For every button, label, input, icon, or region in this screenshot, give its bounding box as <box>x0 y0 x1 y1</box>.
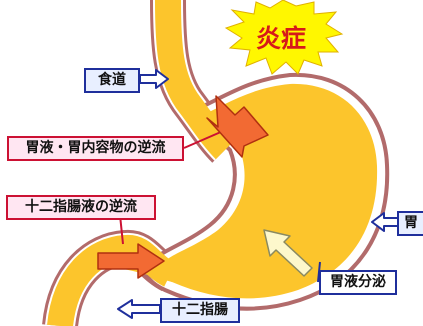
duodenal-reflux-label: 十二指腸液の逆流 <box>6 195 156 220</box>
esophagus-tube <box>155 0 235 160</box>
esophagus-pointer-icon <box>139 69 169 89</box>
pointer-arrows <box>117 69 399 319</box>
esophagus-label: 食道 <box>84 68 140 93</box>
gastric-reflux-arrow-icon <box>206 95 269 158</box>
secretion-arrow-icon <box>263 229 313 277</box>
stomach-body <box>159 83 378 299</box>
duodenal-reflux-arrow-icon <box>97 243 165 279</box>
secretion-label: 胃液分泌 <box>319 270 397 295</box>
duodenum-label: 十二指腸 <box>160 298 240 323</box>
stomach-label: 胃 <box>397 211 423 236</box>
duodenum-pointer-icon <box>117 299 161 319</box>
reflux-arrows <box>97 95 269 279</box>
stomach-pointer-icon <box>371 212 399 232</box>
inflammation-burst <box>224 0 344 75</box>
inflammation-text: 炎症 <box>255 24 306 53</box>
reflux-label: 胃液・胃内容物の逆流 <box>7 136 184 161</box>
